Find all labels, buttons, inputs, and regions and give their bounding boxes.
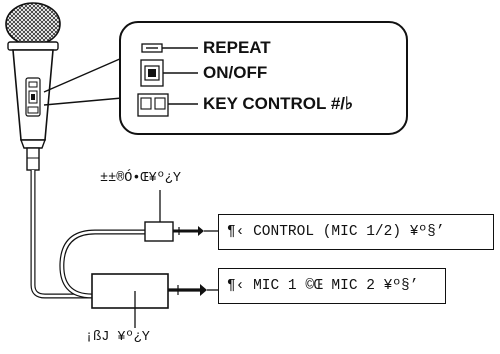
- switch-callout: [43, 21, 408, 135]
- upper-plug: [144, 190, 218, 242]
- repeat-label: REPEAT: [203, 38, 271, 57]
- control-connector-box: ¶‹ CONTROL (MIC 1/2) ¥º§’: [218, 214, 494, 250]
- microphone-repeat-button: [28, 81, 38, 88]
- callout-panel: [119, 21, 408, 135]
- cable: [30, 170, 145, 299]
- lower-plug-body: [91, 273, 169, 309]
- microphone-base: [19, 139, 47, 149]
- lower-plug: [91, 273, 218, 328]
- onoff-label: ON/OFF: [203, 63, 268, 82]
- microphone-connector: [26, 147, 40, 171]
- microphone-grille: [5, 2, 61, 46]
- upper-plug-body: [144, 221, 174, 242]
- mic-connector-box: ¶‹ MIC 1 ©Œ MIC 2 ¥º§’: [218, 268, 446, 304]
- lower-plug-label: ¡ßJ ¥º¿Y: [85, 330, 150, 345]
- upper-plug-label: ±±®Ó•Œ¥º¿Y: [100, 171, 182, 186]
- microphone-collar: [7, 41, 59, 51]
- key-control-label: KEY CONTROL #/♭: [203, 94, 354, 113]
- microphone: [5, 2, 61, 171]
- microphone-key-buttons: [27, 106, 39, 114]
- callout-pointer: [43, 57, 123, 106]
